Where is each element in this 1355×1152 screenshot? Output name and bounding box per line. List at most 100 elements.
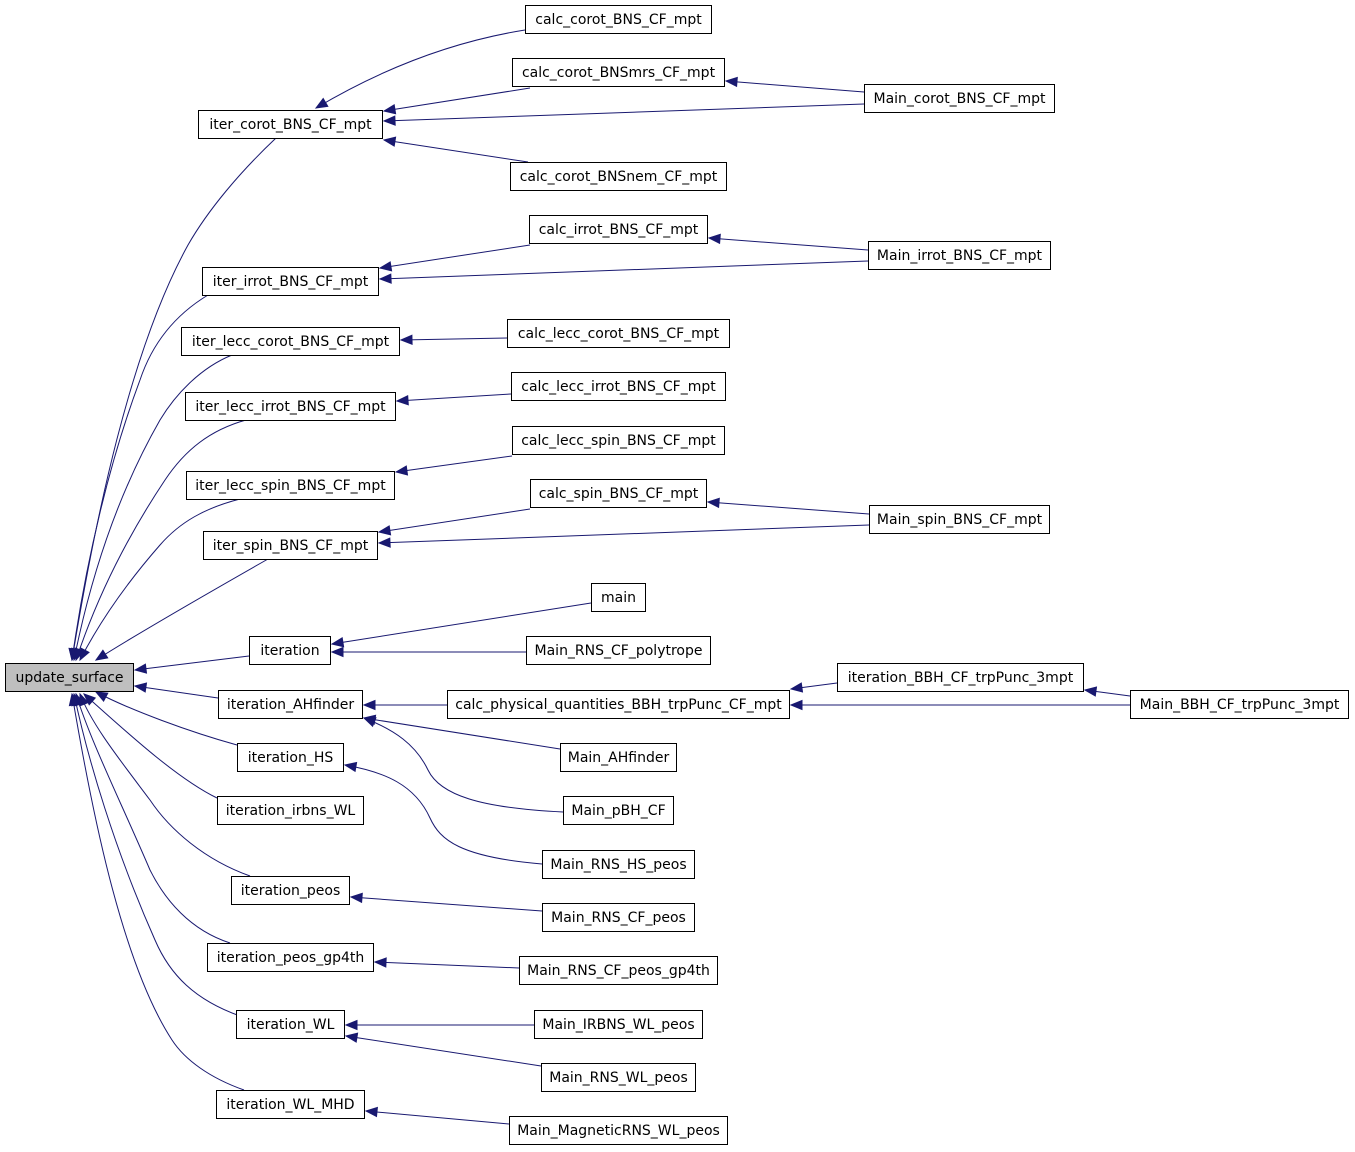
node-iter-lecc-irrot-bns-cf-mpt[interactable]: iter_lecc_irrot_BNS_CF_mpt [185,392,396,421]
edge-main-irrot-bns-cf-mpt-to-calc-irrot-bns-cf-mpt [707,233,869,251]
edge-main-magneticrns-wl-peos-to-iteration-wl-mhd [364,1106,510,1125]
node-label: iteration_irbns_WL [226,803,356,819]
node-label: iter_irrot_BNS_CF_mpt [213,274,369,290]
edge-calc-irrot-bns-cf-mpt-to-iter-irrot-bns-cf-mpt [378,244,531,272]
edge-iteration-to-update-surface [133,655,250,674]
node-label: calc_corot_BNSnem_CF_mpt [520,169,718,185]
node-label: calc_physical_quantities_BBH_trpPunc_CF_… [455,697,782,713]
node-calc-irrot-bns-cf-mpt[interactable]: calc_irrot_BNS_CF_mpt [529,215,708,244]
node-label: Main_irrot_BNS_CF_mpt [877,248,1043,264]
edge-main-corot-bns-cf-mpt-to-calc-corot-bnsmrs-cf-mpt [724,76,865,93]
edge-main-spin-bns-cf-mpt-to-iter-spin-bns-cf-mpt [377,524,870,548]
node-main-rns-wl-peos[interactable]: Main_RNS_WL_peos [541,1063,696,1092]
node-main-bbh-cf-trppunc-3mpt[interactable]: Main_BBH_CF_trpPunc_3mpt [1130,690,1349,719]
node-label: iter_lecc_irrot_BNS_CF_mpt [195,399,386,415]
node-calc-spin-bns-cf-mpt[interactable]: calc_spin_BNS_CF_mpt [530,479,707,508]
node-main-pbh-cf[interactable]: Main_pBH_CF [563,796,674,825]
node-main-rns-cf-peos-gp4th[interactable]: Main_RNS_CF_peos_gp4th [519,956,718,985]
node-label: Main_corot_BNS_CF_mpt [874,91,1047,107]
edge-main-bbh-cf-trppunc-3mpt-to-calc-physical-quantities-bbh-trppunc-cf-mpt [789,699,1130,711]
edge-calc-corot-bns-cf-mpt-to-iter-corot-bns-cf-mpt [314,29,526,109]
node-label: calc_lecc_corot_BNS_CF_mpt [518,326,720,342]
node-iter-irrot-bns-cf-mpt[interactable]: iter_irrot_BNS_CF_mpt [202,267,379,296]
node-label: iteration_peos [241,883,341,899]
edge-main-corot-bns-cf-mpt-to-iter-corot-bns-cf-mpt [382,103,865,126]
node-label: Main_BBH_CF_trpPunc_3mpt [1140,697,1340,713]
node-iter-lecc-corot-bns-cf-mpt[interactable]: iter_lecc_corot_BNS_CF_mpt [181,327,400,356]
node-iteration-peos-gp4th[interactable]: iteration_peos_gp4th [207,943,374,972]
node-main-ahfinder[interactable]: Main_AHfinder [560,743,677,772]
edge-iteration-ahfinder-to-update-surface [133,682,219,699]
node-calc-corot-bns-cf-mpt[interactable]: calc_corot_BNS_CF_mpt [525,5,712,34]
node-main-irrot-bns-cf-mpt[interactable]: Main_irrot_BNS_CF_mpt [868,241,1051,270]
node-calc-physical-quantities-bbh-trppunc-cf-mpt[interactable]: calc_physical_quantities_BBH_trpPunc_CF_… [447,690,790,719]
node-main[interactable]: main [591,583,646,612]
node-iteration-ahfinder[interactable]: iteration_AHfinder [218,690,363,719]
node-calc-lecc-spin-bns-cf-mpt[interactable]: calc_lecc_spin_BNS_CF_mpt [512,426,725,455]
node-main-rns-hs-peos[interactable]: Main_RNS_HS_peos [542,850,695,879]
edge-iteration-bbh-cf-trppunc-3mpt-to-calc-physical-quantities-bbh-trppunc-cf-mpt [789,682,838,693]
node-main-magneticrns-wl-peos[interactable]: Main_MagneticRNS_WL_peos [509,1116,728,1145]
node-label: iter_lecc_corot_BNS_CF_mpt [192,334,390,350]
node-label: calc_corot_BNSmrs_CF_mpt [522,65,716,81]
node-label: Main_IRBNS_WL_peos [542,1017,694,1033]
edge-iter-spin-bns-cf-mpt-to-update-surface [94,558,269,661]
node-main-spin-bns-cf-mpt[interactable]: Main_spin_BNS_CF_mpt [869,505,1050,534]
node-label: calc_corot_BNS_CF_mpt [535,12,702,28]
node-calc-lecc-irrot-bns-cf-mpt[interactable]: calc_lecc_irrot_BNS_CF_mpt [511,372,726,401]
node-label: Main_spin_BNS_CF_mpt [877,512,1043,528]
node-label: iteration [260,643,319,659]
edge-iteration-wl-mhd-to-update-surface [68,692,245,1091]
node-calc-lecc-corot-bns-cf-mpt[interactable]: calc_lecc_corot_BNS_CF_mpt [507,319,730,348]
edge-main-spin-bns-cf-mpt-to-calc-spin-bns-cf-mpt [706,497,870,515]
edge-calc-corot-bnsnem-cf-mpt-to-iter-corot-bns-cf-mpt [382,136,529,163]
node-main-corot-bns-cf-mpt[interactable]: Main_corot_BNS_CF_mpt [864,84,1055,113]
node-iteration[interactable]: iteration [249,636,331,665]
node-calc-corot-bnsnem-cf-mpt[interactable]: calc_corot_BNSnem_CF_mpt [510,162,727,191]
node-iteration-bbh-cf-trppunc-3mpt[interactable]: iteration_BBH_CF_trpPunc_3mpt [837,663,1084,692]
node-label: iter_spin_BNS_CF_mpt [213,538,369,554]
node-main-rns-cf-peos[interactable]: Main_RNS_CF_peos [542,903,695,932]
edge-calc-lecc-spin-bns-cf-mpt-to-iter-lecc-spin-bns-cf-mpt [394,455,513,476]
node-label: iteration_WL_MHD [226,1097,354,1113]
node-label: iteration_WL [247,1017,335,1033]
edge-calc-physical-quantities-bbh-trppunc-cf-mpt-to-iteration-ahfinder [362,699,447,711]
edge-main-rns-hs-peos-to-iteration-hs [343,761,543,865]
node-label: update_surface [15,670,123,686]
node-label: Main_AHfinder [568,750,670,766]
node-label: iteration_AHfinder [227,697,354,713]
edge-main-to-iteration [330,602,592,648]
call-graph-nodes: update_surface iter_corot_BNS_CF_mpt iter_… [5,5,1349,1145]
edge-main-rns-cf-peos-gp4th-to-iteration-peos-gp4th [373,957,520,969]
edge-iteration-irbns-wl-to-update-surface [83,693,218,799]
edge-main-bbh-cf-trppunc-3mpt-to-iteration-bbh-cf-trppunc-3mpt [1083,686,1131,697]
node-calc-corot-bnsmrs-cf-mpt[interactable]: calc_corot_BNSmrs_CF_mpt [512,58,725,87]
edge-calc-lecc-irrot-bns-cf-mpt-to-iter-lecc-irrot-bns-cf-mpt [395,393,512,406]
node-iter-lecc-spin-bns-cf-mpt[interactable]: iter_lecc_spin_BNS_CF_mpt [186,471,395,500]
node-iteration-hs[interactable]: iteration_HS [237,743,344,772]
edge-calc-lecc-corot-bns-cf-mpt-to-iter-lecc-corot-bns-cf-mpt [399,334,508,346]
node-label: calc_lecc_spin_BNS_CF_mpt [521,433,716,449]
node-iter-spin-bns-cf-mpt[interactable]: iter_spin_BNS_CF_mpt [203,531,378,560]
node-iteration-peos[interactable]: iteration_peos [231,876,350,905]
node-iter-corot-bns-cf-mpt[interactable]: iter_corot_BNS_CF_mpt [198,110,383,139]
node-label: Main_RNS_CF_peos [551,910,686,926]
node-label: iter_lecc_spin_BNS_CF_mpt [195,478,386,494]
edge-calc-corot-bnsmrs-cf-mpt-to-iter-corot-bns-cf-mpt [382,87,531,115]
edge-main-pbh-cf-to-iteration-ahfinder [362,717,564,813]
node-label: iteration_HS [248,750,334,766]
edge-main-irrot-bns-cf-mpt-to-iter-irrot-bns-cf-mpt [378,260,869,284]
node-label: Main_RNS_CF_polytrope [535,643,703,659]
node-label: Main_RNS_HS_peos [550,857,686,873]
node-iteration-wl-mhd[interactable]: iteration_WL_MHD [216,1090,365,1119]
edge-iteration-peos-gp4th-to-update-surface [74,692,231,944]
node-update-surface[interactable]: update_surface [5,663,134,692]
node-main-irbns-wl-peos[interactable]: Main_IRBNS_WL_peos [534,1010,703,1039]
edge-main-rns-cf-polytrope-to-iteration [330,646,526,658]
node-iteration-irbns-wl[interactable]: iteration_irbns_WL [217,796,364,825]
node-label: iteration_BBH_CF_trpPunc_3mpt [848,670,1074,686]
edge-main-rns-cf-peos-to-iteration-peos [349,892,543,912]
node-main-rns-cf-polytrope[interactable]: Main_RNS_CF_polytrope [526,636,711,665]
node-iteration-wl[interactable]: iteration_WL [236,1010,345,1039]
node-label: Main_RNS_CF_peos_gp4th [527,963,710,979]
